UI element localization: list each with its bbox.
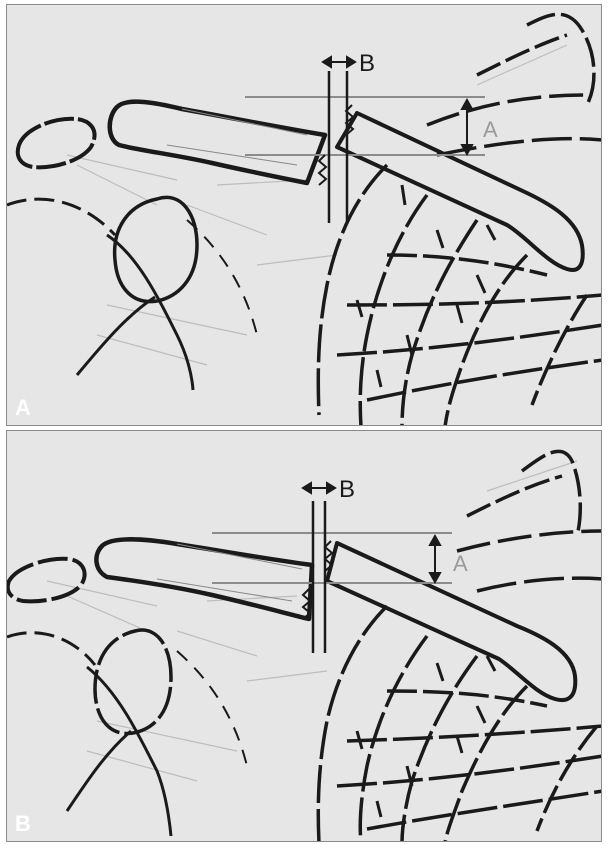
label-a: A <box>453 551 468 576</box>
shoulder-sketch-a: B A <box>7 5 602 426</box>
panel-label: A <box>15 395 31 421</box>
rib-curve-3 <box>7 633 95 665</box>
panel-label: B <box>15 811 31 837</box>
sternal-end <box>18 119 95 168</box>
rib-curve-3 <box>7 199 115 235</box>
vertical-arrow-a <box>462 100 472 154</box>
sternal-end <box>8 559 85 602</box>
horizontal-arrow-b <box>303 483 335 493</box>
rib-curve-1 <box>87 667 171 836</box>
clavicle <box>96 539 312 619</box>
label-b: B <box>339 476 355 503</box>
shoulder-sketch-b: B A <box>7 431 602 842</box>
joint-zigzag-left <box>319 155 326 185</box>
coracoid-loop <box>115 197 197 301</box>
label-a: A <box>483 117 498 142</box>
coracoid-loop <box>95 630 171 734</box>
vertical-gap-lines <box>313 501 325 653</box>
label-b: B <box>359 50 375 77</box>
rib-ticks <box>357 185 495 387</box>
rib-curve-4 <box>177 651 247 766</box>
acromion <box>327 543 575 700</box>
clavicle <box>110 102 325 183</box>
rib-curve-2 <box>77 297 155 375</box>
rib-curve-1 <box>107 235 193 390</box>
panel-a: B A A <box>6 4 602 426</box>
rib-curve-2 <box>67 731 131 811</box>
panel-b: B A B <box>6 430 602 842</box>
vertical-arrow-a <box>430 536 440 582</box>
scapula-ribs <box>318 451 602 842</box>
horizontal-arrow-b <box>323 57 355 67</box>
